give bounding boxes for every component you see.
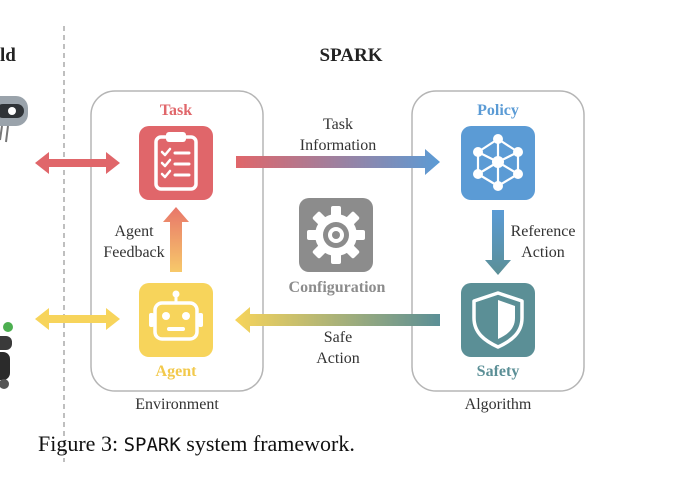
neural-network-icon bbox=[461, 126, 535, 200]
figure-caption-suffix: system framework. bbox=[180, 431, 355, 456]
safe-action-label-line1: Safe bbox=[323, 329, 353, 346]
safe-action-label-line2: Action bbox=[316, 350, 360, 367]
task-information-arrow bbox=[236, 149, 440, 175]
safe-action-arrow bbox=[235, 307, 440, 333]
task-label: Task bbox=[159, 102, 193, 119]
figure-caption-name: SPARK bbox=[123, 434, 181, 456]
clipboard-checklist-icon bbox=[139, 126, 213, 200]
robot-head-icon bbox=[0, 96, 28, 143]
shield-icon bbox=[461, 283, 535, 357]
figure-caption-prefix: Figure 3: bbox=[38, 431, 124, 456]
robot-face-icon bbox=[139, 283, 213, 357]
safety-label: Safety bbox=[476, 363, 520, 380]
algorithm-group bbox=[411, 90, 585, 392]
agent-feedback-label-line1: Agent bbox=[114, 223, 154, 240]
environment-caption: Environment bbox=[135, 396, 219, 413]
left-header-fragment: ld bbox=[0, 45, 16, 66]
reference-action-arrow bbox=[485, 210, 511, 275]
agent-feedback-arrow bbox=[163, 207, 189, 272]
agent-label: Agent bbox=[155, 363, 197, 380]
environment-group bbox=[90, 90, 264, 392]
page-title: SPARK bbox=[319, 45, 383, 66]
agent-feedback-label-line2: Feedback bbox=[103, 244, 165, 261]
task-information-label-line2: Information bbox=[299, 137, 377, 154]
robot-agent-double-arrow bbox=[35, 308, 120, 330]
configuration-label: Configuration bbox=[288, 279, 386, 296]
reference-action-label-line2: Action bbox=[521, 244, 565, 261]
task-information-label-line1: Task bbox=[323, 116, 353, 133]
gear-icon bbox=[299, 198, 373, 272]
figure-caption: Figure 3: SPARK system framework. bbox=[38, 431, 355, 458]
algorithm-caption: Algorithm bbox=[464, 396, 532, 413]
robot-arm-icon bbox=[0, 322, 13, 389]
policy-label: Policy bbox=[477, 102, 519, 119]
robot-task-double-arrow bbox=[35, 152, 120, 174]
reference-action-label-line1: Reference bbox=[510, 223, 576, 240]
